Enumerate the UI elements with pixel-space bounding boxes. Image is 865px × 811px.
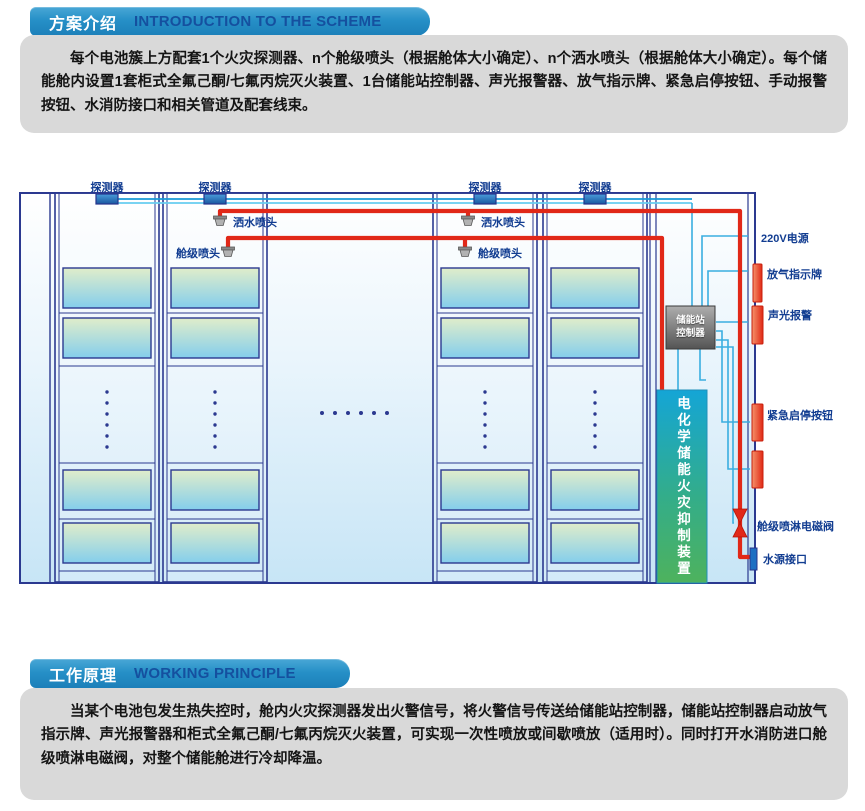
station-controller-box xyxy=(665,305,716,350)
introduction-panel: 每个电池簇上方配套1个火灾探测器、n个舱级喷头（根据舱体大小确定）、n个洒水喷头… xyxy=(20,35,848,133)
gas-release-sign-device xyxy=(752,263,763,303)
gas-sign-label: 放气指示牌 xyxy=(767,269,822,281)
water-sprinkler-label-2: 洒水喷头 xyxy=(481,217,525,229)
introduction-paragraph: 每个电池簇上方配套1个火灾探测器、n个舱级喷头（根据舱体大小确定）、n个洒水喷头… xyxy=(41,51,827,114)
suppression-device-label: 电化学储能火灾抑制装置 xyxy=(675,395,690,578)
controller-label-line2: 控制器 xyxy=(676,327,705,339)
water-interface-device xyxy=(749,547,758,571)
power-label: 220V电源 xyxy=(761,233,809,245)
section2-title-zh: 工作原理 xyxy=(49,667,118,685)
station-controller-label: 储能站 控制器 xyxy=(666,306,715,349)
detector-label-1: 探测器 xyxy=(90,182,124,194)
detector-label-4: 探测器 xyxy=(578,182,612,194)
rack-continuation-dots xyxy=(320,411,389,415)
section-tab-introduction: 方案介绍 INTRODUCTION TO THE SCHEME xyxy=(30,7,430,36)
emergency-button-device xyxy=(751,403,764,442)
controller-label-line1: 储能站 xyxy=(676,315,705,327)
cabin-sprinkler-label-1: 舱级喷头 xyxy=(176,248,220,260)
water-label: 水源接口 xyxy=(763,554,807,566)
section2-title-en: WORKING PRINCIPLE xyxy=(134,665,296,682)
water-sprinkler-label-1: 洒水喷头 xyxy=(233,217,277,229)
section1-title-zh: 方案介绍 xyxy=(49,15,118,33)
sound-light-alarm-device xyxy=(751,305,764,345)
suppression-device-box xyxy=(656,389,708,584)
alarm-label: 声光报警 xyxy=(768,310,812,322)
section1-title-en: INTRODUCTION TO THE SCHEME xyxy=(134,13,382,30)
manual-button-device xyxy=(751,450,764,489)
working-principle-panel: 当某个电池包发生热失控时，舱内火灾探测器发出火警信号，将火警信号传送给储能站控制… xyxy=(20,688,848,800)
emergency-label: 紧急启停按钮 xyxy=(767,410,833,422)
detector-label-3: 探测器 xyxy=(468,182,502,194)
working-principle-paragraph: 当某个电池包发生热失控时，舱内火灾探测器发出火警信号，将火警信号传送给储能站控制… xyxy=(41,704,827,767)
fire-detectors xyxy=(95,193,607,205)
detector-label-2: 探测器 xyxy=(198,182,232,194)
battery-rack-4 xyxy=(542,192,648,583)
cabin-sprinkler-label-2: 舱级喷头 xyxy=(478,248,522,260)
battery-rack-1 xyxy=(54,192,160,583)
signal-wires xyxy=(677,203,750,524)
valve-label: 舱级喷淋电磁阀 xyxy=(757,521,834,533)
section-tab-working-principle: 工作原理 WORKING PRINCIPLE xyxy=(30,659,350,688)
solenoid-valve-icon xyxy=(732,508,748,538)
wall-devices xyxy=(749,263,764,571)
